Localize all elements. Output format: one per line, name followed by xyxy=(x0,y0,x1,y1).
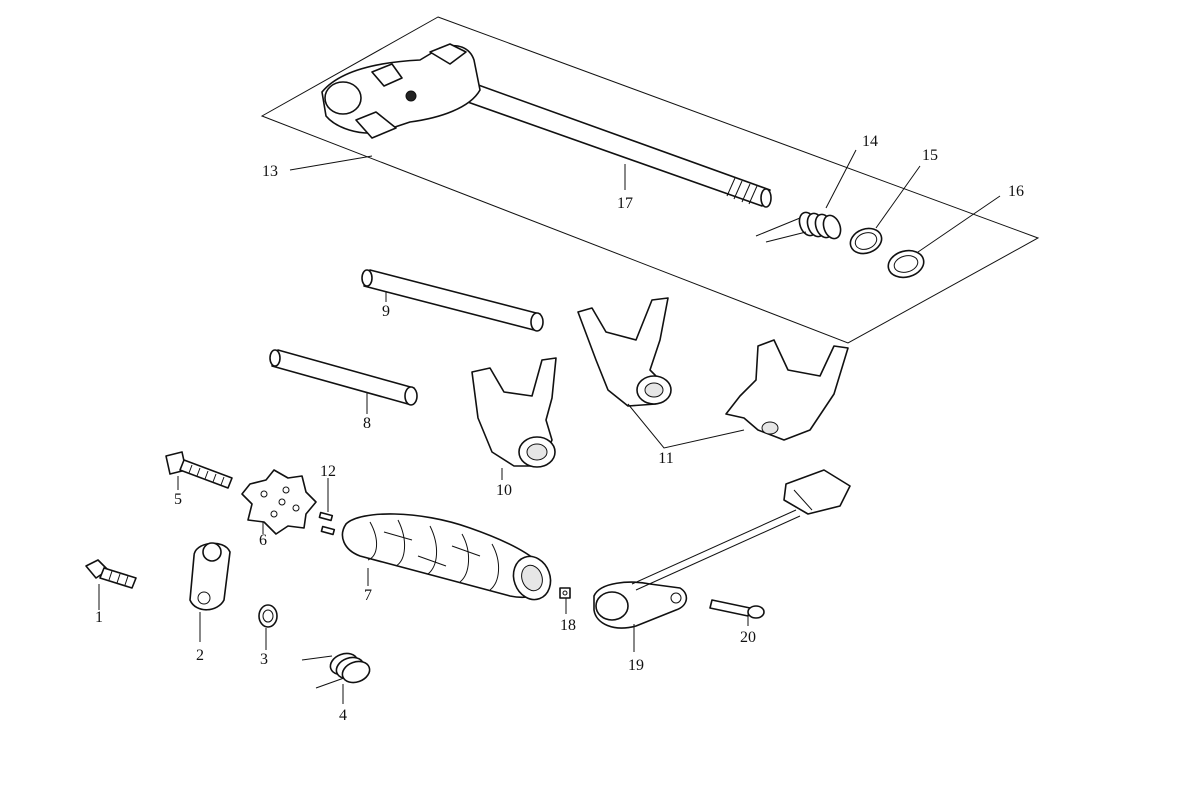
spring-4 xyxy=(301,652,371,689)
stopper-arm-2 xyxy=(189,542,231,611)
drum-segment-6 xyxy=(241,469,317,535)
callout-18: 18 xyxy=(560,617,576,634)
washer-16 xyxy=(887,249,925,279)
callout-7: 7 xyxy=(364,587,372,604)
callout-11: 11 xyxy=(658,450,673,467)
callout-6: 6 xyxy=(259,532,267,549)
callout-9: 9 xyxy=(382,303,390,320)
callout-8: 8 xyxy=(363,415,371,432)
pin-12b xyxy=(320,525,336,536)
leader-14 xyxy=(825,149,857,209)
shift-fork-10 xyxy=(471,357,557,468)
shift-drum-7 xyxy=(341,513,552,601)
callout-16: 16 xyxy=(1008,183,1024,200)
fork-shaft-9 xyxy=(361,269,544,332)
shift-fork-11-right xyxy=(725,339,849,441)
circlip-15 xyxy=(849,227,883,255)
bolt-5 xyxy=(165,451,233,489)
shift-shaft-17 xyxy=(321,43,772,208)
callout-13: 13 xyxy=(262,163,278,180)
pin-12a xyxy=(318,511,334,522)
leader-13 xyxy=(289,155,373,171)
callout-3: 3 xyxy=(260,651,268,668)
leader-15 xyxy=(875,165,921,229)
callout-1: 1 xyxy=(95,609,103,626)
gear-position-sensor-19 xyxy=(593,469,851,629)
callout-15: 15 xyxy=(922,147,938,164)
fork-shaft-8 xyxy=(269,349,418,406)
callout-10: 10 xyxy=(496,482,512,499)
clip-18 xyxy=(559,587,571,599)
bolt-20 xyxy=(709,599,765,619)
callout-20: 20 xyxy=(740,629,756,646)
washer-3 xyxy=(258,604,278,628)
callout-14: 14 xyxy=(862,133,878,150)
subassembly-frame xyxy=(260,16,1040,344)
callout-4: 4 xyxy=(339,707,347,724)
callout-5: 5 xyxy=(174,491,182,508)
bolt-1 xyxy=(85,559,137,589)
torsion-spring-14 xyxy=(755,211,842,243)
shift-fork-11-left xyxy=(577,297,672,407)
callout-12: 12 xyxy=(320,463,336,480)
callout-17: 17 xyxy=(617,195,633,212)
leader-11 xyxy=(627,403,745,449)
callout-19: 19 xyxy=(628,657,644,674)
leader-16 xyxy=(917,195,1001,253)
callout-2: 2 xyxy=(196,647,204,664)
